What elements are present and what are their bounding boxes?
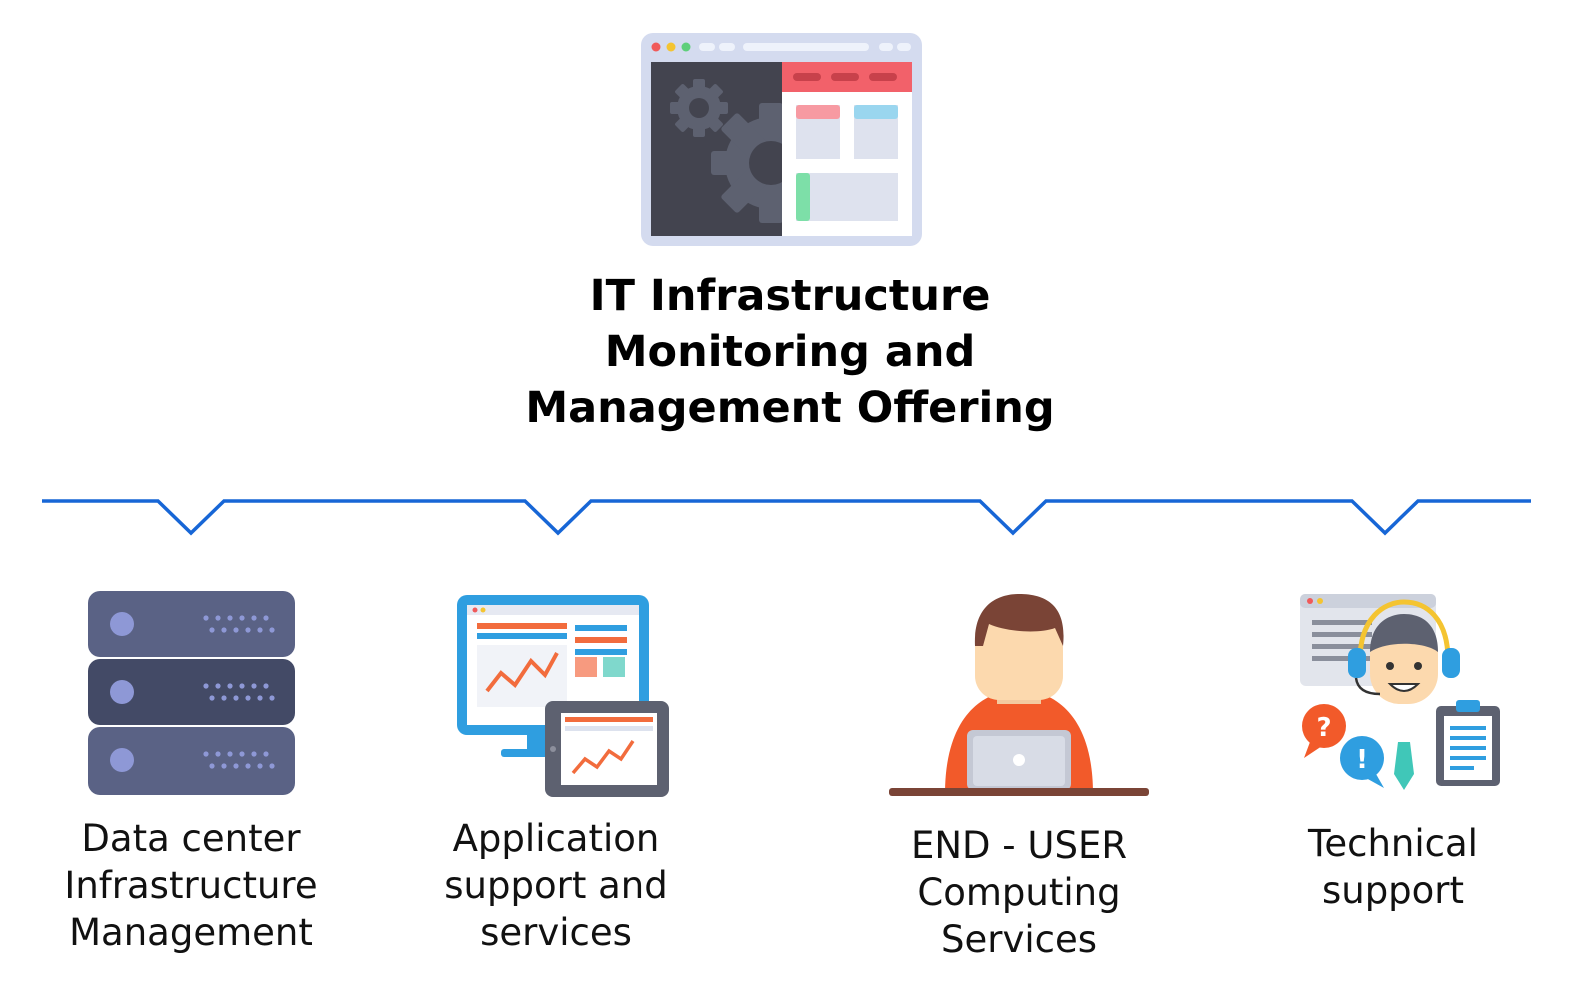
label-line: END - USER: [910, 824, 1128, 867]
offering-label-application: Application support and services: [406, 815, 706, 956]
offering-label-technical: Technical support: [1243, 820, 1543, 914]
monitor-tablet-analytics-icon: [457, 595, 669, 797]
svg-text:?: ?: [1316, 713, 1331, 743]
support-agent-icon: ? !: [1300, 594, 1500, 800]
label-line: Management: [69, 911, 313, 954]
label-line: services: [480, 911, 632, 954]
offering-label-datacenter: Data center Infrastructure Management: [41, 815, 341, 956]
server-rack-icon: [88, 591, 295, 795]
title-line-1: IT Infrastructure: [589, 271, 991, 321]
title-line-2: Monitoring and: [604, 327, 976, 377]
label-line: Data center: [81, 817, 301, 860]
offering-label-end-user: END - USER Computing Services: [869, 822, 1169, 963]
label-line: Services: [940, 918, 1098, 961]
label-line: Technical: [1308, 822, 1478, 865]
label-line: Application: [452, 817, 660, 860]
label-line: Computing: [917, 871, 1121, 914]
label-line: support and: [444, 864, 668, 907]
label-line: support: [1321, 869, 1465, 912]
svg-text:!: !: [1356, 745, 1368, 775]
person-laptop-icon: [889, 594, 1149, 796]
page-title: IT Infrastructure Monitoring and Managem…: [390, 268, 1190, 436]
dashboard-settings-icon: [641, 33, 922, 246]
title-line-3: Management Offering: [525, 383, 1055, 433]
label-line: Infrastructure: [64, 864, 318, 907]
